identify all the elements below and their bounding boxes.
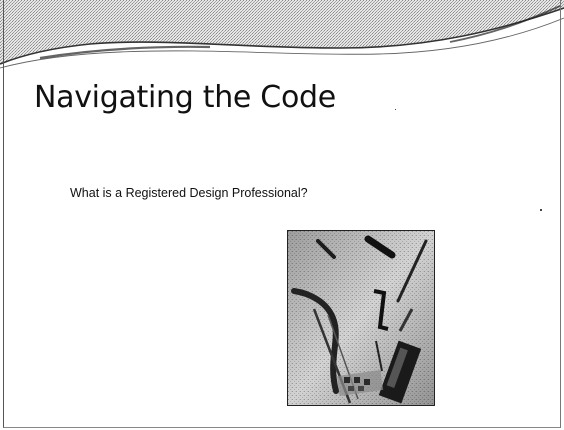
bullet-text: What is a Registered Design Professional… [70,186,308,200]
drafting-tools-photo [287,230,435,406]
scan-speck [395,109,396,110]
scan-speck [540,209,542,211]
drafting-tools-image [288,231,434,405]
slide-title: Navigating the Code [34,80,336,115]
header-swoosh-graphic [0,0,564,69]
